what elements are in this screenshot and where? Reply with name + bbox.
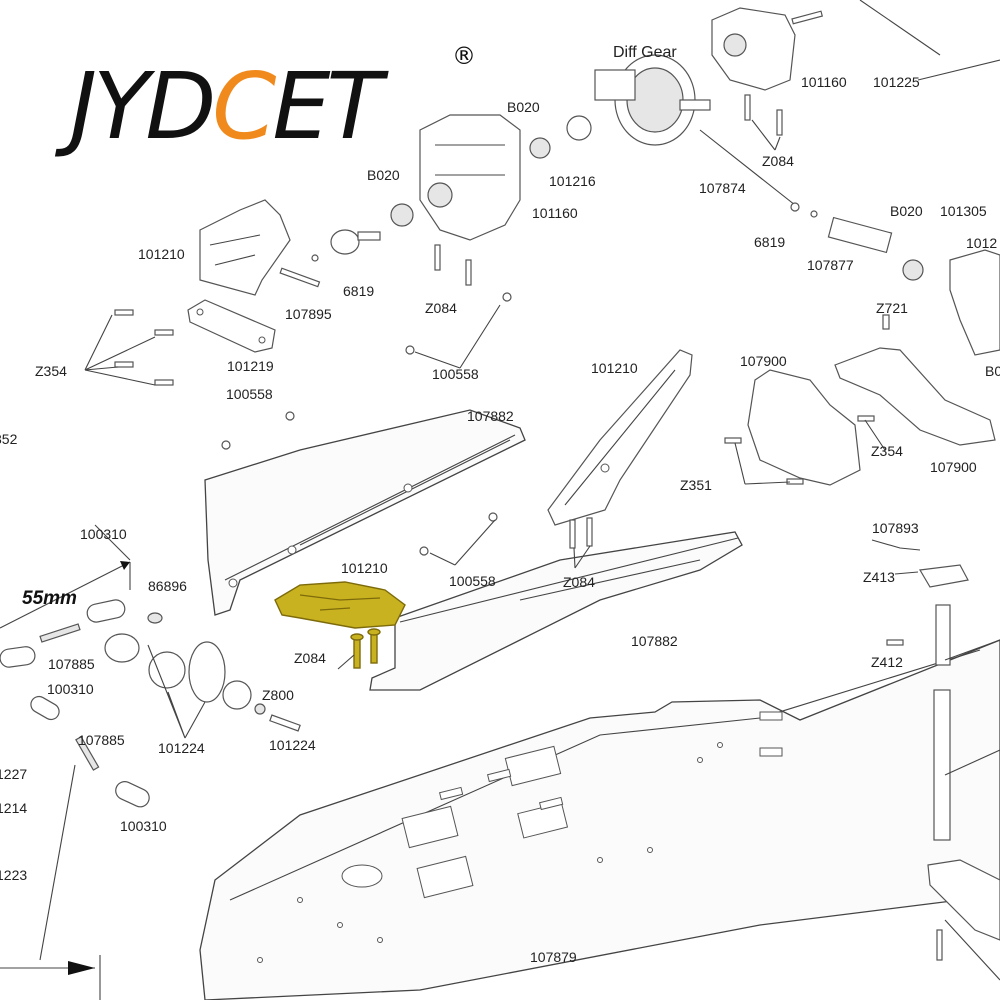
label-z084-low: Z084 xyxy=(563,574,595,590)
label-107882-top: 107882 xyxy=(467,408,514,424)
label-86896: 86896 xyxy=(148,578,187,594)
label-352-edge: 352 xyxy=(0,431,18,447)
shock-tower-center xyxy=(547,349,693,526)
gearbox-housing-top xyxy=(711,7,796,91)
brand-logo: JYDCET ® xyxy=(54,42,476,160)
registered-mark: ® xyxy=(452,42,476,70)
dimension-label: 55mm xyxy=(22,588,77,609)
label-101210-left: 101210 xyxy=(138,246,185,262)
brand-name-part2: ET xyxy=(272,53,389,160)
label-100558-left: 100558 xyxy=(226,386,273,402)
label-107895: 107895 xyxy=(285,306,332,322)
label-1214-edge: 1214 xyxy=(0,800,27,816)
label-z084-highlighted: Z084 xyxy=(294,650,326,666)
label-107879: 107879 xyxy=(530,949,577,965)
steering-block-left xyxy=(199,199,291,296)
servo-saver xyxy=(104,612,266,715)
link-rods-left xyxy=(0,599,150,808)
label-z084-mid: Z084 xyxy=(425,300,457,316)
label-107900-right: 107900 xyxy=(930,459,977,475)
side-brace-upper xyxy=(204,409,526,616)
label-b020-left: B020 xyxy=(367,167,400,183)
label-z354-right: Z354 xyxy=(871,443,903,459)
axle-107877 xyxy=(827,216,893,254)
label-6819-left: 6819 xyxy=(343,283,374,299)
label-b020-right: B020 xyxy=(890,203,923,219)
label-101219: 101219 xyxy=(227,358,274,374)
label-b0-edge: B0 xyxy=(985,363,1000,379)
label-101210-center: 101210 xyxy=(591,360,638,376)
label-101224-right: 101224 xyxy=(269,737,316,753)
label-107885-low: 107885 xyxy=(78,732,125,748)
label-107882-low: 107882 xyxy=(631,633,678,649)
side-brace-lower xyxy=(369,531,743,691)
gearbox-housing-center xyxy=(419,114,521,241)
label-107874: 107874 xyxy=(699,180,746,196)
label-b020-top: B020 xyxy=(507,99,540,115)
svg-text:JYDCET: JYDCET xyxy=(54,53,390,160)
cover-plate xyxy=(747,369,861,486)
label-107877: 107877 xyxy=(807,257,854,273)
screws xyxy=(114,10,943,961)
label-1227-edge: 1227 xyxy=(0,766,27,782)
label-101224-left: 101224 xyxy=(158,740,205,756)
label-100558-mid: 100558 xyxy=(432,366,479,382)
brand-name-accent: C xyxy=(212,53,276,160)
label-z800: Z800 xyxy=(262,687,294,703)
label-1223-edge: 1223 xyxy=(0,867,27,883)
label-101305: 101305 xyxy=(940,203,987,219)
brand-name-part1: JYD xyxy=(54,53,212,160)
hub-carrier-right xyxy=(949,249,1000,356)
label-101160-top: 101160 xyxy=(801,74,847,90)
highlighted-mount xyxy=(274,581,406,669)
label-101225: 101225 xyxy=(873,74,920,90)
suspension-arm xyxy=(834,347,996,446)
part-labels: Diff Gear 101160 101225 B020 101216 Z084… xyxy=(0,44,1000,965)
label-100558-low: 100558 xyxy=(449,573,496,589)
label-107893: 107893 xyxy=(872,520,919,536)
label-z084-top: Z084 xyxy=(762,153,794,169)
label-diff-gear: Diff Gear xyxy=(613,44,677,61)
label-z354-left: Z354 xyxy=(35,363,67,379)
leader-lines xyxy=(39,0,1000,981)
label-100310-top: 100310 xyxy=(80,526,127,542)
chassis-plate xyxy=(199,639,1000,1000)
diff-gear xyxy=(594,54,711,146)
label-107900-top: 107900 xyxy=(740,353,787,369)
bearings xyxy=(390,115,924,281)
label-101216: 101216 xyxy=(549,173,596,189)
label-100310-mid: 100310 xyxy=(47,681,94,697)
label-z412: Z412 xyxy=(871,654,903,670)
label-101160-mid: 101160 xyxy=(532,205,578,221)
label-1012-edge: 1012 xyxy=(966,235,997,251)
body-post-parts xyxy=(871,539,1000,941)
label-z413: Z413 xyxy=(863,569,895,585)
label-z721: Z721 xyxy=(876,300,908,316)
label-107885-top: 107885 xyxy=(48,656,95,672)
label-6819-right: 6819 xyxy=(754,234,785,250)
dimension-55mm: 55mm xyxy=(0,561,131,1000)
label-100310-low: 100310 xyxy=(120,818,167,834)
label-z351: Z351 xyxy=(680,477,712,493)
plate-101219 xyxy=(187,299,276,353)
drive-shaft xyxy=(699,129,800,212)
cup-6819-left xyxy=(330,229,381,255)
label-101210-part: 101210 xyxy=(341,560,388,576)
